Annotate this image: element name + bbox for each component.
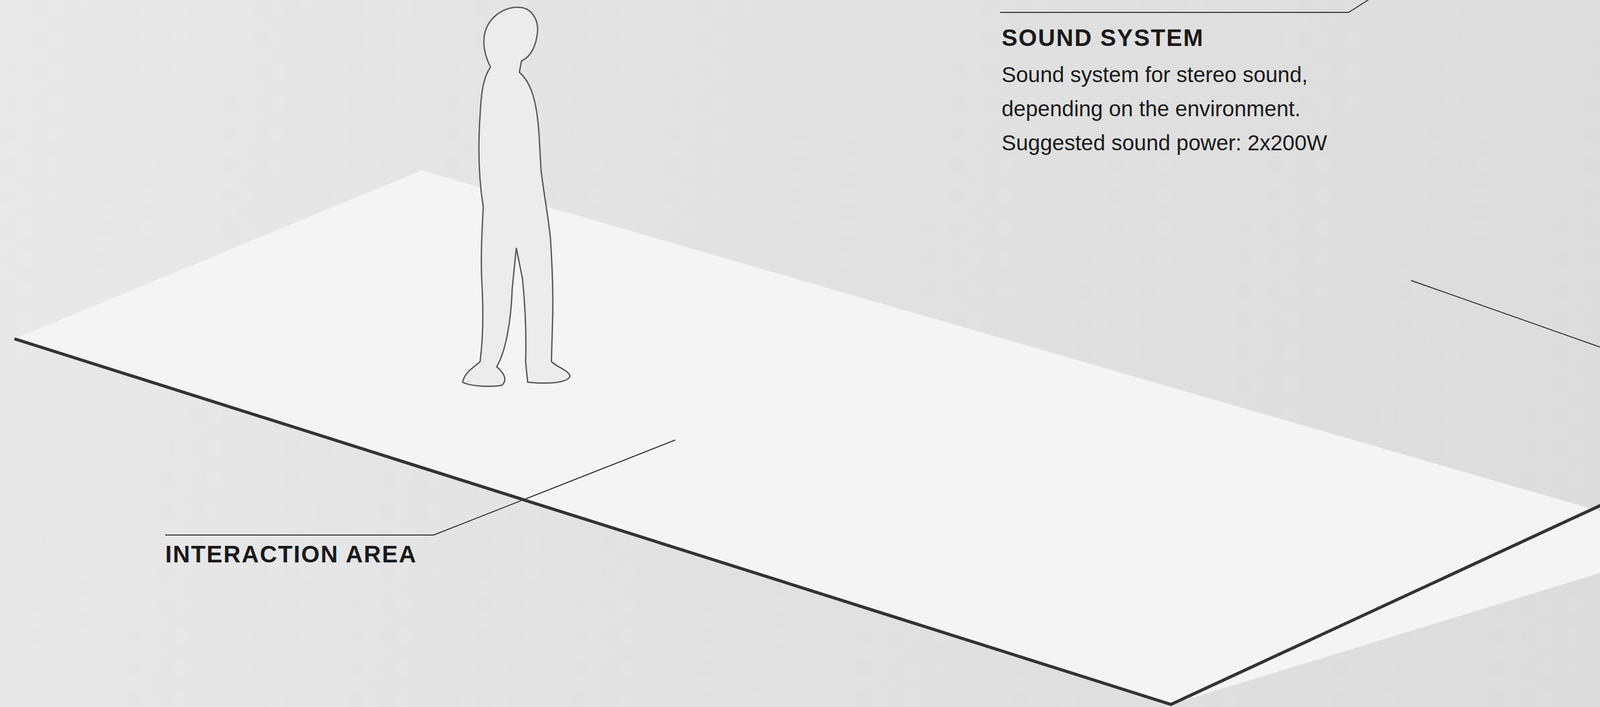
area-label: INTERACTION AREA: [165, 540, 418, 568]
person-figure: [462, 7, 570, 387]
interaction-platform: [14, 170, 1600, 705]
section-heading: SOUND SYSTEM: [1001, 23, 1205, 52]
platform-edge: [14, 338, 1600, 705]
leader-line: [165, 0, 1600, 535]
section-body: Sound system for stereo sound, depending…: [1001, 57, 1394, 161]
